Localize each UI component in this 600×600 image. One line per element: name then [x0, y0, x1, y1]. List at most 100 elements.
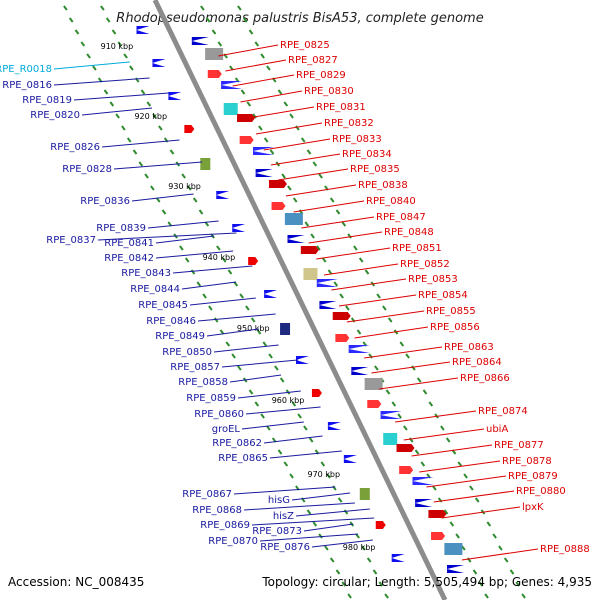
left-leader-line [229, 374, 282, 383]
tick-mark [515, 581, 521, 587]
left-leader-line [221, 359, 298, 368]
tick-mark [281, 173, 286, 179]
tick-mark [320, 461, 326, 467]
scale-label: 920 kbp [134, 112, 167, 121]
tick-mark [287, 185, 292, 191]
tick-mark [181, 173, 186, 179]
reverse-gene-arrow [380, 411, 402, 419]
forward-gene-arrow [367, 400, 382, 408]
tick-mark [266, 65, 271, 71]
tick-mark [432, 485, 437, 491]
reverse-gene-arrow [415, 499, 433, 507]
tick-mark [190, 269, 196, 275]
gene-block [205, 48, 224, 60]
left-gene-label: RPE_0819 [22, 95, 72, 106]
scale-label: 910 kbp [101, 42, 134, 51]
tick-mark [463, 473, 468, 479]
reverse-gene-arrow [287, 235, 305, 243]
left-gene-label: hisG [268, 495, 290, 506]
forward-gene-arrow [237, 114, 256, 122]
left-gene-label: RPE_0843 [121, 268, 171, 279]
right-leader-line [403, 428, 485, 441]
reverse-gene-arrow [351, 367, 369, 375]
left-leader-line [101, 139, 180, 148]
right-gene-label: lpxK [522, 502, 544, 513]
map-title: Rhodopseudomonas palustris BisA53, compl… [116, 11, 483, 26]
tick-mark [202, 293, 207, 299]
tick-mark [318, 533, 323, 539]
right-leader-line [316, 247, 391, 260]
tick-mark [411, 365, 416, 371]
tick-mark [266, 425, 271, 431]
tick-mark [414, 449, 420, 455]
tick-mark [399, 341, 405, 347]
tick-mark [366, 557, 372, 563]
right-leader-line [218, 44, 279, 57]
tick-mark [158, 125, 163, 131]
right-gene-label: RPE_0888 [540, 544, 590, 555]
tick-mark [184, 257, 190, 263]
tick-mark [457, 461, 463, 467]
tick-mark [231, 353, 236, 359]
left-gene-label: RPE_0868 [192, 505, 242, 516]
tick-mark [279, 377, 285, 383]
tick-mark [397, 413, 402, 419]
tick-mark [63, 5, 68, 11]
tick-mark [144, 173, 149, 179]
tick-mark [295, 125, 300, 131]
tick-mark [440, 425, 445, 431]
tick-mark [196, 281, 202, 287]
right-leader-line [293, 200, 365, 213]
tick-mark [225, 341, 231, 347]
tick-mark [258, 125, 263, 131]
tick-mark [208, 305, 213, 311]
left-gene-label: RPE_0859 [186, 393, 236, 404]
tick-mark [341, 221, 347, 227]
right-gene-label: RPE_0855 [426, 306, 476, 317]
tick-mark [391, 401, 397, 407]
tick-mark [324, 545, 329, 551]
left-gene-label: RPE_0876 [260, 542, 310, 553]
forward-gene-arrow [207, 70, 222, 78]
gene-block [359, 488, 370, 500]
tick-mark [283, 461, 289, 467]
tick-mark [376, 293, 381, 299]
tick-mark [115, 113, 120, 119]
tick-mark [327, 269, 333, 275]
right-leader-line [285, 184, 357, 197]
left-leader-line [147, 220, 219, 229]
tick-mark [416, 377, 422, 383]
left-gene-label: RPE_0857 [170, 362, 220, 373]
right-gene-label: RPE_0833 [332, 134, 382, 145]
left-gene-label: RPE_0858 [178, 377, 228, 388]
right-leader-line [426, 475, 507, 488]
tick-mark [361, 545, 366, 551]
tick-mark [312, 521, 318, 527]
reverse-gene-arrow [191, 37, 209, 45]
tick-mark [192, 197, 198, 203]
tick-mark [443, 509, 449, 515]
forward-gene-arrow [184, 125, 195, 133]
scale-label: 930 kbp [168, 182, 201, 191]
tick-mark [277, 89, 283, 95]
forward-gene-arrow [311, 389, 322, 397]
tick-mark [237, 365, 242, 371]
tick-mark [216, 245, 221, 251]
tick-mark [312, 161, 318, 167]
reverse-gene-arrow [216, 191, 230, 199]
left-leader-line [245, 406, 321, 415]
left-gene-label: RPE_0869 [200, 520, 250, 531]
tick-mark [310, 233, 315, 239]
topology-text: Topology: circular; Length: 5,505,494 bp… [261, 575, 592, 589]
gene-block [200, 158, 211, 170]
left-leader-line [303, 523, 354, 532]
tick-mark [274, 365, 279, 371]
tick-mark [150, 185, 155, 191]
forward-gene-arrow [300, 246, 319, 254]
left-gene-label: hisZ [273, 511, 294, 522]
right-gene-label: RPE_0834 [342, 149, 392, 160]
tick-mark [341, 581, 347, 587]
forward-gene-arrow [268, 180, 287, 188]
scale-label: 980 kbp [343, 543, 376, 552]
